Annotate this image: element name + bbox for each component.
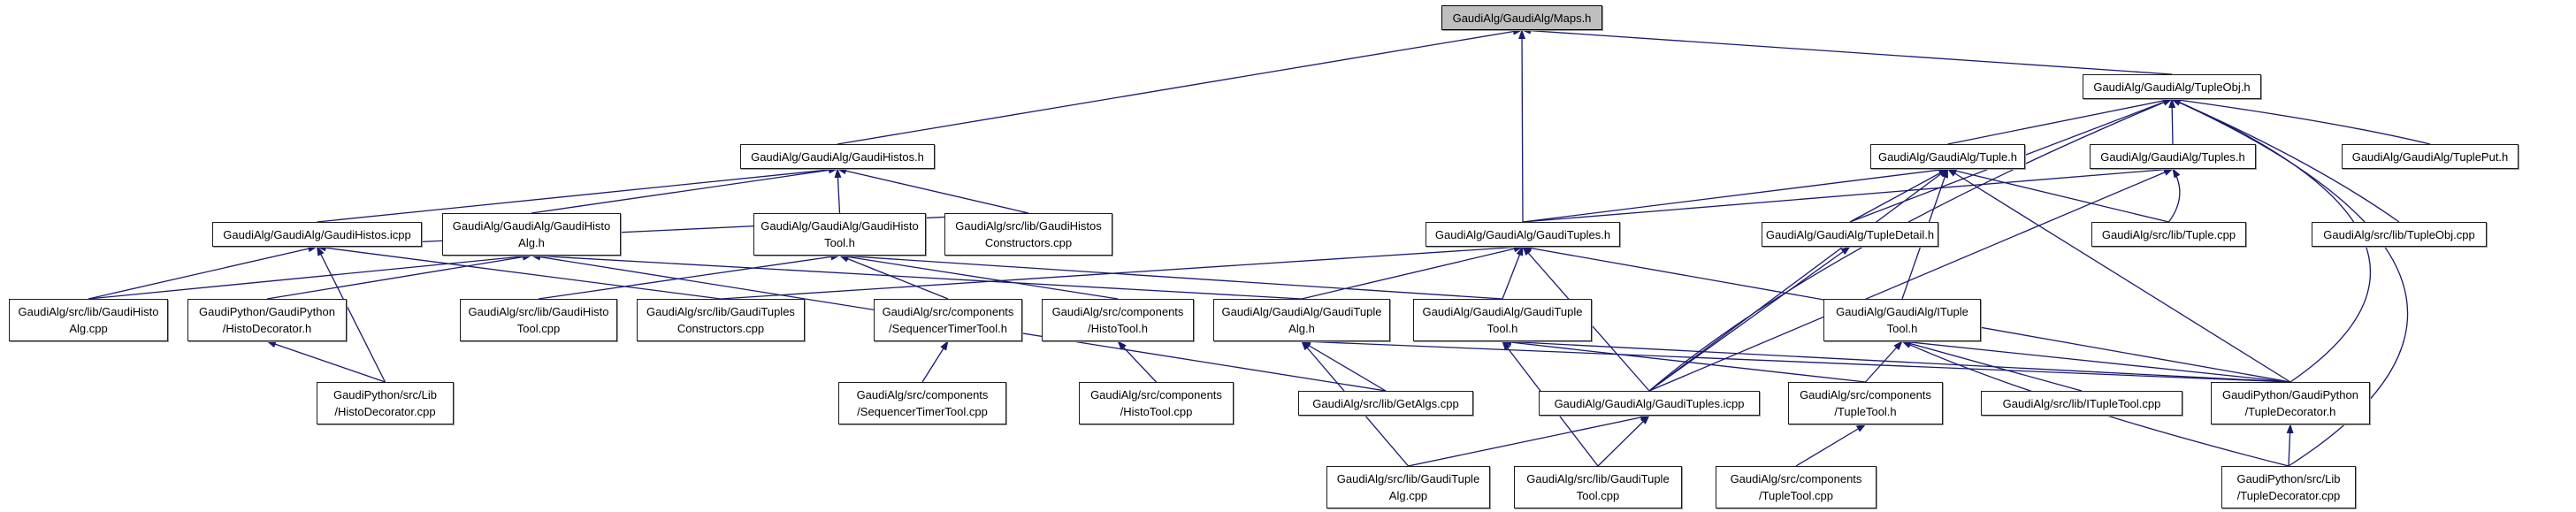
node-sequencertimertool_cpp[interactable]: GaudiAlg/src/components /SequencerTimerT… xyxy=(838,382,1006,424)
node-itupletool_cpp[interactable]: GaudiAlg/src/lib/ITupleTool.cpp xyxy=(1981,391,2182,416)
edge-histodecorator_h-to-gaudihistoalg_h xyxy=(266,253,532,300)
node-maps_h: GaudiAlg/GaudiAlg/Maps.h xyxy=(1441,5,1602,30)
node-tuple_cpp[interactable]: GaudiAlg/src/lib/Tuple.cpp xyxy=(2091,222,2246,247)
node-itupletool_h[interactable]: GaudiAlg/GaudiAlg/ITuple Tool.h xyxy=(1823,299,1981,341)
edge-gaudituples_h-to-maps_h xyxy=(1518,29,1526,223)
edge-tuples_h-to-tupleobj_h xyxy=(2168,98,2176,145)
node-gaudihistoalg_h[interactable]: GaudiAlg/GaudiAlg/GaudiHisto Alg.h xyxy=(442,213,621,256)
node-histotool_cpp[interactable]: GaudiAlg/src/components /HistoTool.cpp xyxy=(1079,382,1234,424)
node-gaudituplesconstructors_cpp[interactable]: GaudiAlg/src/lib/GaudiTuples Constructor… xyxy=(637,299,805,341)
edge-gauditupletool_h-to-gaudihistotool_h xyxy=(838,252,1503,300)
edge-gaudituples_icpp-to-tuples_h xyxy=(1648,168,2174,392)
edge-tupletool_h-to-itupletool_h xyxy=(1865,340,1903,383)
edge-tupledecorator_h-to-gaudituplealg_h xyxy=(1301,338,2291,383)
node-gaudihistoalg_cpp[interactable]: GaudiAlg/src/lib/GaudiHisto Alg.cpp xyxy=(9,299,168,341)
node-sequencertimertool_h[interactable]: GaudiAlg/src/components /SequencerTimerT… xyxy=(874,299,1022,341)
edge-gaudituplealg_h-to-gaudituples_h xyxy=(1301,245,1524,300)
node-tupleobj_h[interactable]: GaudiAlg/GaudiAlg/TupleObj.h xyxy=(2083,74,2261,99)
edge-gaudihistos_icpp-to-gaudihistos_h xyxy=(317,166,838,223)
node-gaudituplealg_cpp[interactable]: GaudiAlg/src/lib/GaudiTuple Alg.cpp xyxy=(1326,466,1490,508)
node-tupletool_h[interactable]: GaudiAlg/src/components /TupleTool.h xyxy=(1788,382,1943,424)
node-gaudituples_h[interactable]: GaudiAlg/GaudiAlg/GaudiTuples.h xyxy=(1426,222,1620,247)
edge-gaudihistotool_cpp-to-gaudihistotool_h xyxy=(538,253,841,300)
node-gaudihistotool_cpp[interactable]: GaudiAlg/src/lib/GaudiHisto Tool.cpp xyxy=(460,299,617,341)
node-tupletool_cpp[interactable]: GaudiAlg/src/components /TupleTool.cpp xyxy=(1716,466,1877,508)
node-tupledetail_h[interactable]: GaudiAlg/GaudiAlg/TupleDetail.h xyxy=(1762,222,1938,247)
edge-tupledetail_h-to-tuple_h xyxy=(1849,168,1949,223)
edge-tupletool_h-to-gauditupletool_h xyxy=(1502,339,1866,383)
edge-gaudihistoalg_h-to-gaudihistos_h xyxy=(531,166,838,214)
node-tupledecorator_cpp[interactable]: GaudiPython/src/Lib /TupleDecorator.cpp xyxy=(2221,466,2356,508)
node-tupledecorator_h[interactable]: GaudiPython/GaudiPython /TupleDecorator.… xyxy=(2211,382,2370,424)
node-histotool_h[interactable]: GaudiAlg/src/components /HistoTool.h xyxy=(1042,299,1194,341)
edge-getalgs_cpp-to-gaudituplealg_h xyxy=(1301,340,1387,392)
edge-gaudihistosconstructors_cpp-to-gaudihistos_h xyxy=(837,167,1029,214)
edge-gaudihistotool_h-to-gaudihistos_h xyxy=(834,168,842,214)
edge-tupletool_cpp-to-tupletool_h xyxy=(1795,424,1867,467)
edge-histotool_h-to-gaudihistotool_h xyxy=(838,253,1119,300)
edge-tuple_cpp-to-tuple_h xyxy=(1946,167,2169,223)
edge-tupledecorator_cpp-to-tupledecorator_h xyxy=(2286,424,2294,467)
edge-gauditupletool_cpp-to-gaudituples_icpp xyxy=(1597,415,1650,467)
edge-gaudituples_icpp-to-tupledetail_h xyxy=(1648,246,1851,392)
edge-tupleobj_h-to-maps_h xyxy=(1521,27,2173,75)
node-gaudihistos_icpp[interactable]: GaudiAlg/GaudiAlg/GaudiHistos.icpp xyxy=(212,222,422,247)
edge-tupleput_h-to-tupleobj_h xyxy=(2171,96,2431,145)
edge-gaudituplealg_cpp-to-gaudituples_icpp xyxy=(1408,414,1650,467)
edge-sequencertimertool_h-to-gaudihistotool_h xyxy=(838,255,949,300)
node-tuples_h[interactable]: GaudiAlg/GaudiAlg/Tuples.h xyxy=(2090,144,2256,169)
node-gaudihistosconstructors_cpp[interactable]: GaudiAlg/src/lib/GaudiHistos Constructor… xyxy=(944,213,1112,256)
node-gauditupletool_h[interactable]: GaudiAlg/GaudiAlg/GaudiTuple Tool.h xyxy=(1413,299,1592,341)
node-histodecorator_cpp[interactable]: GaudiPython/src/Lib /HistoDecorator.cpp xyxy=(317,382,454,424)
edge-tupledecorator_h-to-gauditupletool_h xyxy=(1502,338,2291,383)
node-gaudituplealg_h[interactable]: GaudiAlg/GaudiAlg/GaudiTuple Alg.h xyxy=(1213,299,1390,341)
node-tuple_h[interactable]: GaudiAlg/GaudiAlg/Tuple.h xyxy=(1870,144,2025,169)
edge-gauditupletool_h-to-gaudituples_h xyxy=(1502,246,1524,300)
node-gaudituples_icpp[interactable]: GaudiAlg/GaudiAlg/GaudiTuples.icpp xyxy=(1539,391,1760,416)
node-gaudihistotool_h[interactable]: GaudiAlg/GaudiAlg/GaudiHisto Tool.h xyxy=(753,213,926,256)
edge-gaudituples_icpp-to-tuple_h xyxy=(1648,168,1949,392)
edge-sequencertimertool_cpp-to-sequencertimertool_h xyxy=(921,340,949,383)
edge-tuple_h-to-tupleobj_h xyxy=(1947,97,2173,145)
edge-itupletool_cpp-to-itupletool_h xyxy=(1901,340,2083,392)
edge-gaudituples_h-to-tuples_h xyxy=(1522,165,2174,223)
node-tupleobj_cpp[interactable]: GaudiAlg/src/lib/TupleObj.cpp xyxy=(2312,222,2487,247)
edge-tuple_cpp-to-tuples_h xyxy=(2167,168,2181,223)
edge-histodecorator_cpp-to-histodecorator_h xyxy=(266,340,386,383)
edge-tupledecorator_h-to-itupletool_h xyxy=(1901,339,2291,383)
edge-gaudituplealg_h-to-gaudihistoalg_h xyxy=(531,252,1303,300)
edge-gaudituplesconstructors_cpp-to-gaudihistos_icpp xyxy=(316,244,722,300)
node-gaudihistos_h[interactable]: GaudiAlg/GaudiAlg/GaudiHistos.h xyxy=(740,144,935,169)
edge-gaudituples_h-to-tuple_h xyxy=(1522,166,1949,223)
node-getalgs_cpp[interactable]: GaudiAlg/src/lib/GetAlgs.cpp xyxy=(1298,391,1473,416)
edge-gaudihistoalg_cpp-to-gaudihistoalg_h xyxy=(88,252,532,300)
node-tupleput_h[interactable]: GaudiAlg/GaudiAlg/TuplePut.h xyxy=(2342,144,2519,169)
edge-gaudihistoalg_cpp-to-gaudihistos_icpp xyxy=(88,245,318,300)
node-gauditupletool_cpp[interactable]: GaudiAlg/src/lib/GaudiTuple Tool.cpp xyxy=(1514,466,1682,508)
edge-tupledecorator_h-to-tuple_h xyxy=(1946,168,2291,383)
node-histodecorator_h[interactable]: GaudiPython/GaudiPython /HistoDecorator.… xyxy=(187,299,347,341)
edge-gaudituplesconstructors_cpp-to-gaudituples_h xyxy=(720,243,1524,300)
edge-gaudihistos_h-to-maps_h xyxy=(837,27,1523,145)
edge-histodecorator_cpp-to-gaudihistos_icpp xyxy=(316,246,386,383)
edge-histotool_cpp-to-histotool_h xyxy=(1117,340,1157,383)
